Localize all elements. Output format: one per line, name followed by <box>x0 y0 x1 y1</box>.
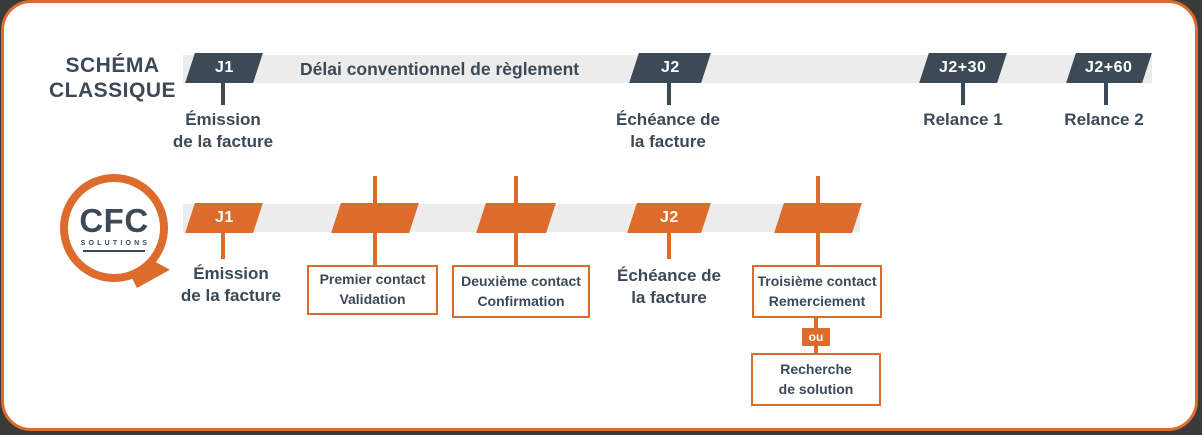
classic-milestone-j1-marker: J1 <box>185 53 263 83</box>
cfc-j2-connector-line <box>667 233 671 259</box>
cfc-step-box-deuxieme-contact: Deuxième contact Confirmation <box>452 265 590 318</box>
cfc-step-box-premier-contact: Premier contact Validation <box>307 265 438 315</box>
cfc-milestone-j1-tag: J1 <box>214 209 234 226</box>
classic-j1-label-line2: de la facture <box>172 131 274 151</box>
classic-milestone-j2plus30-tag: J2+30 <box>939 59 987 76</box>
cfc-milestone-j1-marker: J1 <box>185 203 263 233</box>
classic-j2-label-line1: Échéance de <box>616 110 720 129</box>
classic-j2-label-line2: la facture <box>630 131 706 151</box>
cfc-j2-label: Échéance de la facture <box>594 265 744 309</box>
cfc-milestone-j2-tag: J2 <box>659 209 679 226</box>
cfc-step-box-troisieme-contact: Troisième contact Remerciement <box>752 265 882 318</box>
cfc-logo-brand: CFC <box>79 202 149 239</box>
classic-milestone-j1-tag: J1 <box>214 59 234 76</box>
classic-milestone-j2-tag: J2 <box>660 59 680 76</box>
classic-relance1-label: Relance 1 <box>923 110 1003 129</box>
troisieme-contact-line1: Troisième contact <box>757 272 877 289</box>
premier-contact-line2: Validation <box>339 291 406 307</box>
cfc-milestone-j2-marker: J2 <box>627 203 711 233</box>
classic-milestone-j2plus60-tag: J2+60 <box>1085 59 1133 76</box>
classic-j2-connector-line <box>667 83 671 105</box>
deuxieme-contact-line2: Confirmation <box>477 292 565 309</box>
cfc-step-box-recherche-solution: Recherche de solution <box>751 353 881 406</box>
cfc-logo-subtitle: SOLUTIONS <box>80 240 151 247</box>
classic-schema-title-line2: CLASSIQUE <box>48 79 176 103</box>
cfc-logo: CFC SOLUTIONS <box>60 174 168 282</box>
cfc-milestone-contact2-marker <box>476 203 556 233</box>
cfc-milestone-contact3-marker <box>774 203 862 233</box>
recherche-solution-line1: Recherche <box>780 360 852 377</box>
classic-relance2-label: Relance 2 <box>1064 110 1144 129</box>
deuxieme-contact-line1: Deuxième contact <box>461 272 581 289</box>
recherche-solution-line2: de solution <box>778 380 854 397</box>
classic-j1-connector-line <box>221 83 225 105</box>
cfc-j1-label-line1: Émission <box>193 264 269 283</box>
classic-schema-title-line1: SCHÉMA <box>65 54 160 77</box>
classic-j1-label: Émission de la facture <box>148 109 298 153</box>
classic-milestone-j2-marker: J2 <box>629 53 711 83</box>
classic-j2plus60-connector-line <box>1104 83 1108 105</box>
cfc-j2-label-line1: Échéance de <box>617 266 721 285</box>
cfc-j1-connector-line <box>221 233 225 259</box>
cfc-j2-label-line2: la facture <box>631 287 707 307</box>
cfc-j1-label-line2: de la facture <box>180 285 282 305</box>
classic-track-label: Délai conventionnel de règlement <box>300 58 580 79</box>
classic-schema-title: SCHÉMA CLASSIQUE <box>45 53 180 103</box>
classic-milestone-j2plus60-marker: J2+60 <box>1066 53 1152 83</box>
cfc-logo-underline <box>83 250 145 252</box>
premier-contact-line1: Premier contact <box>319 271 426 288</box>
classic-milestone-j2plus30-marker: J2+30 <box>919 53 1007 83</box>
classic-j2-label: Échéance de la facture <box>592 109 744 153</box>
classic-j2plus30-connector-line <box>961 83 965 105</box>
cfc-j1-label: Émission de la facture <box>156 263 306 307</box>
ou-badge: ou <box>802 328 830 346</box>
cfc-milestone-contact1-marker <box>331 203 419 233</box>
classic-j1-label-line1: Émission <box>185 110 261 129</box>
troisieme-contact-line2: Remerciement <box>768 292 866 309</box>
